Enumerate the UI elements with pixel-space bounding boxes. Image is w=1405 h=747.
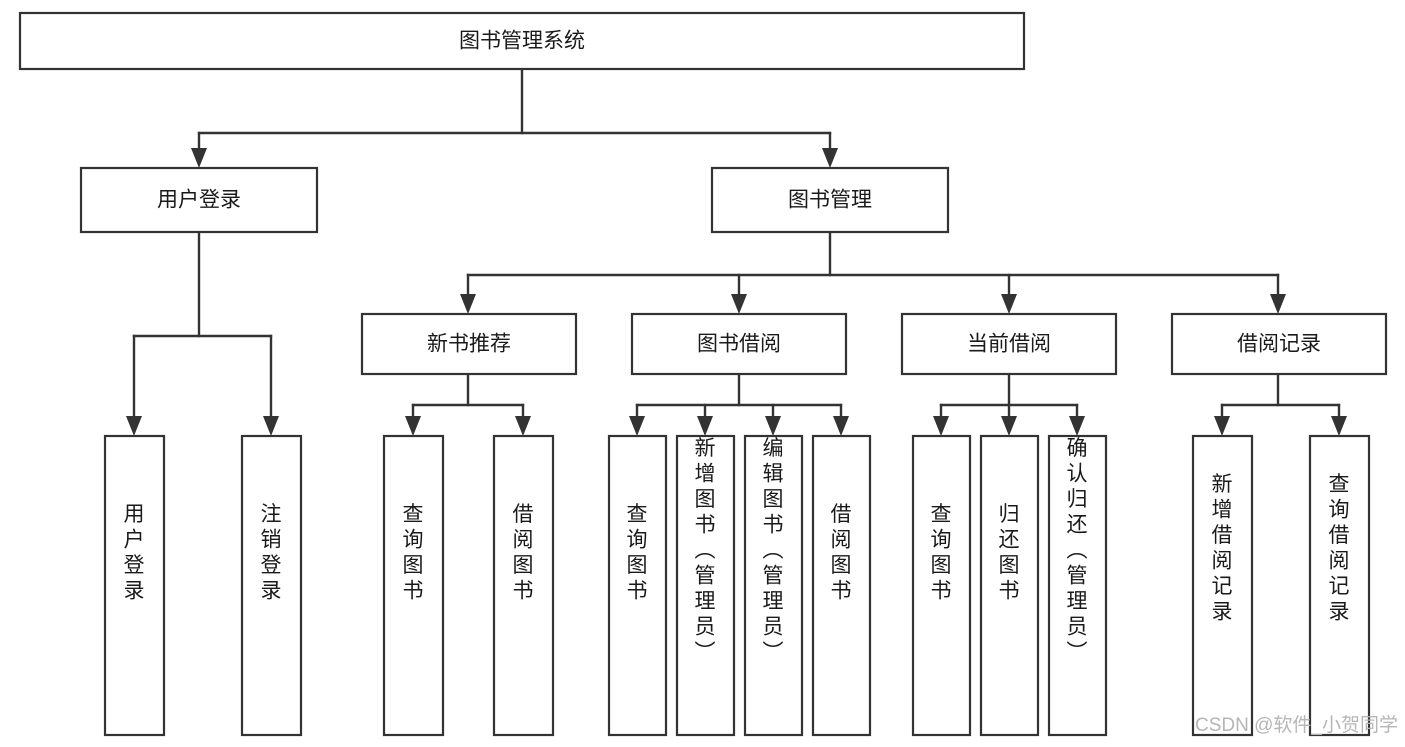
- leaf-node-box[interactable]: [382, 434, 445, 737]
- arrow-head-icon: [1001, 416, 1017, 436]
- node-user-login-label: 用户登录: [157, 189, 241, 212]
- leaf-node-box[interactable]: [911, 434, 972, 737]
- leaf-node-label: 注销登录: [261, 503, 282, 603]
- arrow-head-icon: [191, 148, 207, 168]
- node-new-book-recommend[interactable]: 新书推荐: [360, 312, 578, 376]
- leaf-node-label: 借阅图书: [831, 503, 852, 603]
- leaf-node-box[interactable]: [743, 434, 804, 737]
- leaf-node-box[interactable]: [240, 434, 303, 737]
- leaf-node-box[interactable]: [1191, 434, 1254, 737]
- connector-group-current-borrow: [933, 372, 1085, 436]
- node-book-borrow-label: 图书借阅: [697, 333, 781, 356]
- arrow-head-icon: [1270, 294, 1286, 314]
- arrow-head-icon: [405, 416, 421, 436]
- leaf-node-logout[interactable]: 注销登录: [240, 434, 303, 737]
- leaf-node-edit-book-admin[interactable]: 编辑图书︵管理员︶: [743, 434, 804, 737]
- leaf-node-label: 查询图书: [403, 503, 424, 603]
- watermark-label: CSDN @软件_小贺同学: [1195, 714, 1398, 736]
- node-new-book-recommend-box[interactable]: [360, 312, 578, 376]
- arrow-head-icon: [1214, 416, 1230, 436]
- leaf-node-label: 新增图书︵管理员︶: [695, 437, 716, 664]
- arrow-head-icon: [1331, 416, 1347, 436]
- leaf-node-query-book-new[interactable]: 查询图书: [382, 434, 445, 737]
- arrow-head-icon: [833, 416, 849, 436]
- arrow-head-icon: [1001, 294, 1017, 314]
- connector-group-book-management: [460, 230, 1286, 314]
- node-root[interactable]: 图书管理系统: [18, 11, 1026, 71]
- connector-group-book-borrow: [629, 372, 849, 436]
- node-book-management-label: 图书管理: [788, 189, 872, 212]
- arrow-head-icon: [731, 294, 747, 314]
- leaf-node-label: 用户登录: [124, 503, 145, 603]
- leaf-node-label: 编辑图书︵管理员︶: [763, 437, 784, 664]
- node-current-borrow-box[interactable]: [900, 312, 1118, 376]
- leaf-node-box[interactable]: [811, 434, 872, 737]
- node-borrow-record[interactable]: 借阅记录: [1170, 312, 1388, 376]
- arrow-head-icon: [697, 416, 713, 436]
- node-book-borrow[interactable]: 图书借阅: [630, 312, 848, 376]
- arrow-head-icon: [765, 416, 781, 436]
- leaf-node-query-borrow-record[interactable]: 查询借阅记录: [1308, 434, 1371, 737]
- leaf-node-user-login[interactable]: 用户登录: [103, 434, 166, 737]
- leaf-node-label: 查询借阅记录: [1329, 473, 1350, 624]
- leaf-node-confirm-return-admin[interactable]: 确认归还︵管理员︶: [1047, 434, 1108, 737]
- connector-group-new-books: [405, 372, 531, 436]
- leaf-node-label: 归还图书: [999, 503, 1020, 603]
- leaf-node-add-borrow-record[interactable]: 新增借阅记录: [1191, 434, 1254, 737]
- leaf-node-label: 新增借阅记录: [1212, 473, 1233, 624]
- connector-group-borrow-record: [1214, 372, 1347, 436]
- node-user-login-box[interactable]: [79, 166, 319, 234]
- arrow-head-icon: [822, 148, 838, 168]
- leaf-node-label: 查询图书: [931, 503, 952, 603]
- node-borrow-record-box[interactable]: [1170, 312, 1388, 376]
- node-book-management-box[interactable]: [710, 166, 950, 234]
- node-user-login[interactable]: 用户登录: [79, 166, 319, 234]
- connector-group-root: [191, 67, 838, 168]
- node-root-box[interactable]: [18, 11, 1026, 71]
- leaf-node-box[interactable]: [1308, 434, 1371, 737]
- connector-group-user-login: [126, 230, 279, 436]
- leaf-node-label: 借阅图书: [513, 503, 534, 603]
- node-book-borrow-box[interactable]: [630, 312, 848, 376]
- arrow-head-icon: [460, 294, 476, 314]
- arrow-head-icon: [126, 416, 142, 436]
- leaf-node-box[interactable]: [979, 434, 1040, 737]
- leaf-node-label: 确认归还︵管理员︶: [1067, 437, 1088, 664]
- arrow-head-icon: [515, 416, 531, 436]
- leaf-node-box[interactable]: [607, 434, 668, 737]
- leaf-node-box[interactable]: [1047, 434, 1108, 737]
- leaf-node-box[interactable]: [675, 434, 736, 737]
- node-current-borrow-label: 当前借阅: [967, 333, 1051, 356]
- leaf-node-add-book-admin[interactable]: 新增图书︵管理员︶: [675, 434, 736, 737]
- arrow-head-icon: [1069, 416, 1085, 436]
- leaf-node-return-book[interactable]: 归还图书: [979, 434, 1040, 737]
- leaf-node-query-book-current[interactable]: 查询图书: [911, 434, 972, 737]
- node-current-borrow[interactable]: 当前借阅: [900, 312, 1118, 376]
- node-borrow-record-label: 借阅记录: [1237, 333, 1321, 356]
- arrow-head-icon: [263, 416, 279, 436]
- leaf-node-query-book-borrow[interactable]: 查询图书: [607, 434, 668, 737]
- leaf-node-borrow-book[interactable]: 借阅图书: [811, 434, 872, 737]
- node-book-management[interactable]: 图书管理: [710, 166, 950, 234]
- leaf-node-box[interactable]: [103, 434, 166, 737]
- node-root-label: 图书管理系统: [459, 30, 585, 53]
- leaf-node-borrow-book-new[interactable]: 借阅图书: [492, 434, 555, 737]
- node-new-book-recommend-label: 新书推荐: [427, 333, 511, 356]
- leaf-node-label: 查询图书: [627, 503, 648, 603]
- arrow-head-icon: [629, 416, 645, 436]
- leaf-node-box[interactable]: [492, 434, 555, 737]
- arrow-head-icon: [933, 416, 949, 436]
